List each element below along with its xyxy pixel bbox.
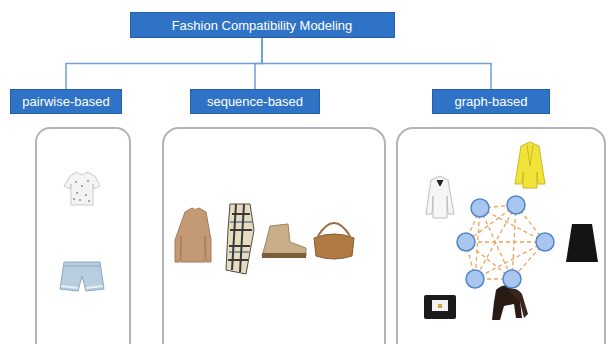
plaid-skirt bbox=[226, 204, 254, 274]
category-box: sequence-based bbox=[190, 89, 320, 114]
yellow-blazer bbox=[515, 142, 545, 188]
box-label: sequence-based bbox=[207, 95, 303, 108]
tree-connector bbox=[262, 38, 491, 89]
box-label: Fashion Compatibility Modeling bbox=[172, 19, 353, 32]
graph-vertex bbox=[457, 196, 554, 288]
boot bbox=[262, 224, 306, 258]
box-label: pairwise-based bbox=[22, 95, 109, 108]
box-label: graph-based bbox=[455, 95, 528, 108]
shorts bbox=[60, 262, 104, 291]
white-shirt bbox=[426, 176, 454, 218]
black-skirt bbox=[566, 224, 598, 262]
root-box: Fashion Compatibility Modeling bbox=[130, 12, 395, 38]
bag bbox=[314, 223, 354, 259]
platform-heels bbox=[492, 285, 528, 320]
category-box: pairwise-based bbox=[10, 89, 122, 114]
sweater bbox=[175, 208, 211, 262]
tree-connector bbox=[66, 38, 262, 89]
category-box: graph-based bbox=[432, 89, 550, 114]
tshirt bbox=[64, 172, 100, 205]
panel bbox=[163, 128, 385, 344]
panel bbox=[36, 128, 130, 344]
tree-connector bbox=[255, 38, 262, 89]
clutch bbox=[424, 295, 456, 319]
panel bbox=[397, 128, 605, 344]
